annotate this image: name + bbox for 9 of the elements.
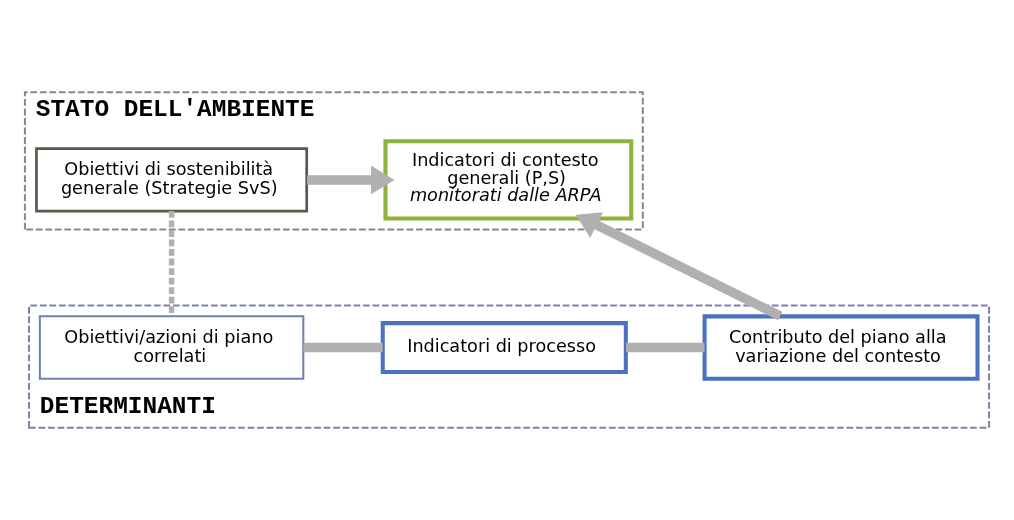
node-box: Indicatori di contesto generali (P,S) monitorati dalle ARPA (383, 139, 634, 221)
connector (303, 342, 383, 353)
node-box: Obiettivi/azioni di piano correlati (38, 315, 305, 380)
connector (625, 342, 705, 353)
arrow (307, 165, 395, 195)
node-box: Contributo del piano alla variazione del contesto (702, 314, 980, 381)
connector (168, 211, 175, 316)
node-box: Obiettivi di sostenibilità generale (Strategie SvS) (35, 147, 309, 213)
node-box: Indicatori di processo (380, 321, 628, 375)
